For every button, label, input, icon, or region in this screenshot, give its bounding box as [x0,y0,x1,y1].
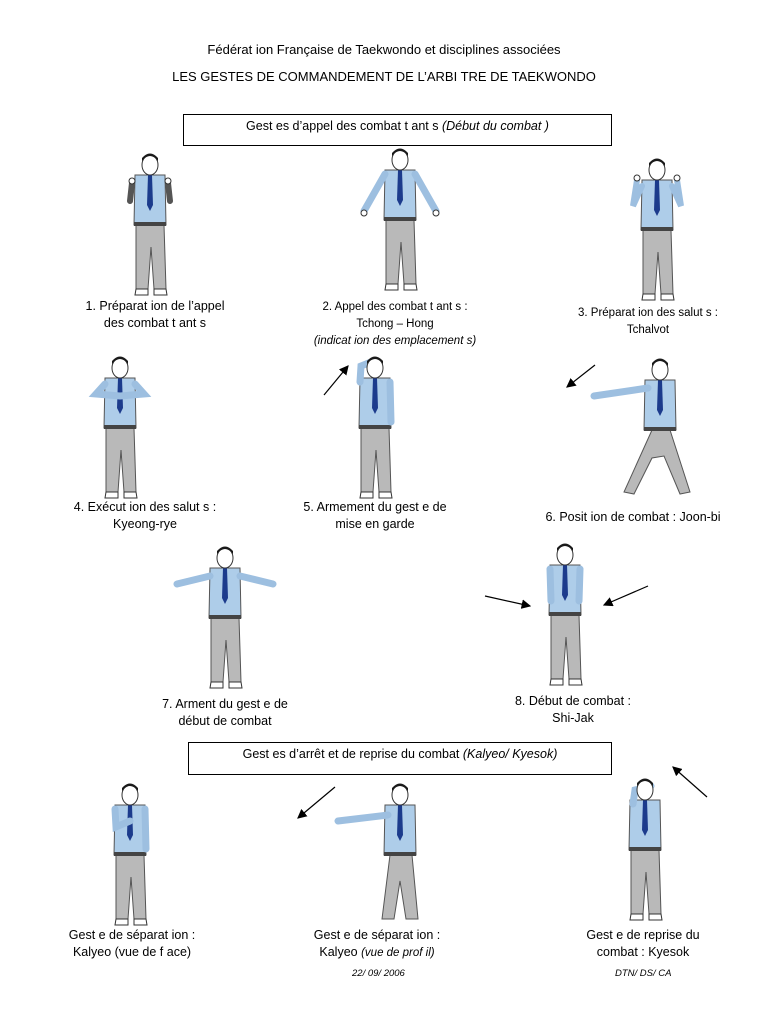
caption-gesture-6: 6. Posit ion de combat : Joon-bi [508,509,758,526]
caption-gesture-5: 5. Armement du gest e de mise en garde [275,499,475,533]
figure-separation-profile [334,783,419,920]
caption-gesture-2-line3: (indicat ion des emplacement s) [313,335,477,347]
federation-name: Fédérat ion Française de Taekwondo et di… [207,42,561,57]
caption-gesture-1-line2: des combat t ant s [103,316,207,330]
caption-separation-front-line1: Gest e de séparat ion : [68,928,196,942]
figure-gesture-1 [127,153,173,296]
document-date: 22/ 09/ 2006 [352,968,405,979]
arrow-gesture-8-right [602,585,649,607]
caption-gesture-8-line1: 8. Début de combat : [514,694,632,708]
caption-separation-front: Gest e de séparat ion : Kalyeo (vue de f… [32,927,232,961]
caption-gesture-2: 2. Appel des combat t ant s : Tchong – H… [290,299,500,350]
caption-gesture-4-line2: Kyeong-rye [113,517,177,531]
caption-gesture-6-line1: 6. Posit ion de combat : Joon-bi [545,510,721,524]
figure-gesture-5 [356,356,395,499]
caption-gesture-3: 3. Préparat ion des salut s : Tchalvot [548,305,748,339]
document-reference: DTN/ DS/ CA [615,968,672,979]
section-stop-note: (Kalyeo/ Kyesok) [462,747,558,761]
caption-resume-line1: Gest e de reprise du [586,928,700,942]
caption-gesture-3-line1: 3. Préparat ion des salut s : [578,307,718,319]
caption-gesture-8-line2: Shi-Jak [552,711,594,725]
caption-separation-profile-line1: Gest e de séparat ion : [313,928,441,942]
section-stop-label: Gest es d’arrêt et de reprise du combat [242,747,460,761]
caption-gesture-7: 7. Arment du gest e de début de combat [125,696,325,730]
caption-separation-profile: Gest e de séparat ion : Kalyeo (vue de p… [277,927,477,962]
arrow-gesture-8-left [484,595,532,609]
figure-resume [628,778,663,921]
caption-gesture-5-line2: mise en garde [335,517,415,531]
caption-gesture-3-line2: Tchalvot [626,324,670,336]
caption-separation-profile-label: Kalyeo [319,945,358,959]
figure-gesture-4 [88,356,152,499]
figure-gesture-8 [546,543,584,686]
caption-separation-profile-line2: Kalyeo (vue de prof il) [277,944,477,962]
figure-gesture-7 [173,546,277,689]
figure-separation-front [111,783,150,926]
caption-separation-front-line2: Kalyeo (vue de f ace) [72,945,192,959]
section-call-box: Gest es d’appel des combat t ant s (Débu… [183,114,612,146]
caption-gesture-2-line1: 2. Appel des combat t ant s : [322,301,468,313]
caption-resume: Gest e de reprise du combat : Kyesok [543,927,743,961]
caption-resume-line2: combat : Kyesok [596,945,690,959]
document-title: LES GESTES DE COMMANDEMENT DE L’ARBI TRE… [172,69,596,84]
caption-gesture-7-line1: 7. Arment du gest e de [162,697,288,711]
section-call-label: Gest es d’appel des combat t ant s [246,119,439,133]
figure-gesture-2 [360,148,440,291]
section-stop-box: Gest es d’arrêt et de reprise du combat … [188,742,612,775]
figure-gesture-3 [630,158,684,301]
caption-gesture-4: 4. Exécut ion des salut s : Kyeong-rye [45,499,245,533]
caption-gesture-1: 1. Préparat ion de l’appel des combat t … [55,298,255,332]
caption-gesture-1-line1: 1. Préparat ion de l’appel [85,299,225,313]
caption-gesture-4-line1: 4. Exécut ion des salut s : [73,500,217,514]
figure-gesture-6 [590,358,691,495]
section-call-note: (Début du combat ) [441,119,549,133]
caption-gesture-5-line1: 5. Armement du gest e de [303,500,447,514]
caption-separation-profile-view: (vue de prof il) [361,947,435,959]
caption-gesture-7-line2: début de combat [178,714,272,728]
arrow-resume [672,766,708,798]
caption-gesture-2-line2: Tchong – Hong [356,318,434,330]
caption-gesture-8: 8. Début de combat : Shi-Jak [473,693,673,727]
